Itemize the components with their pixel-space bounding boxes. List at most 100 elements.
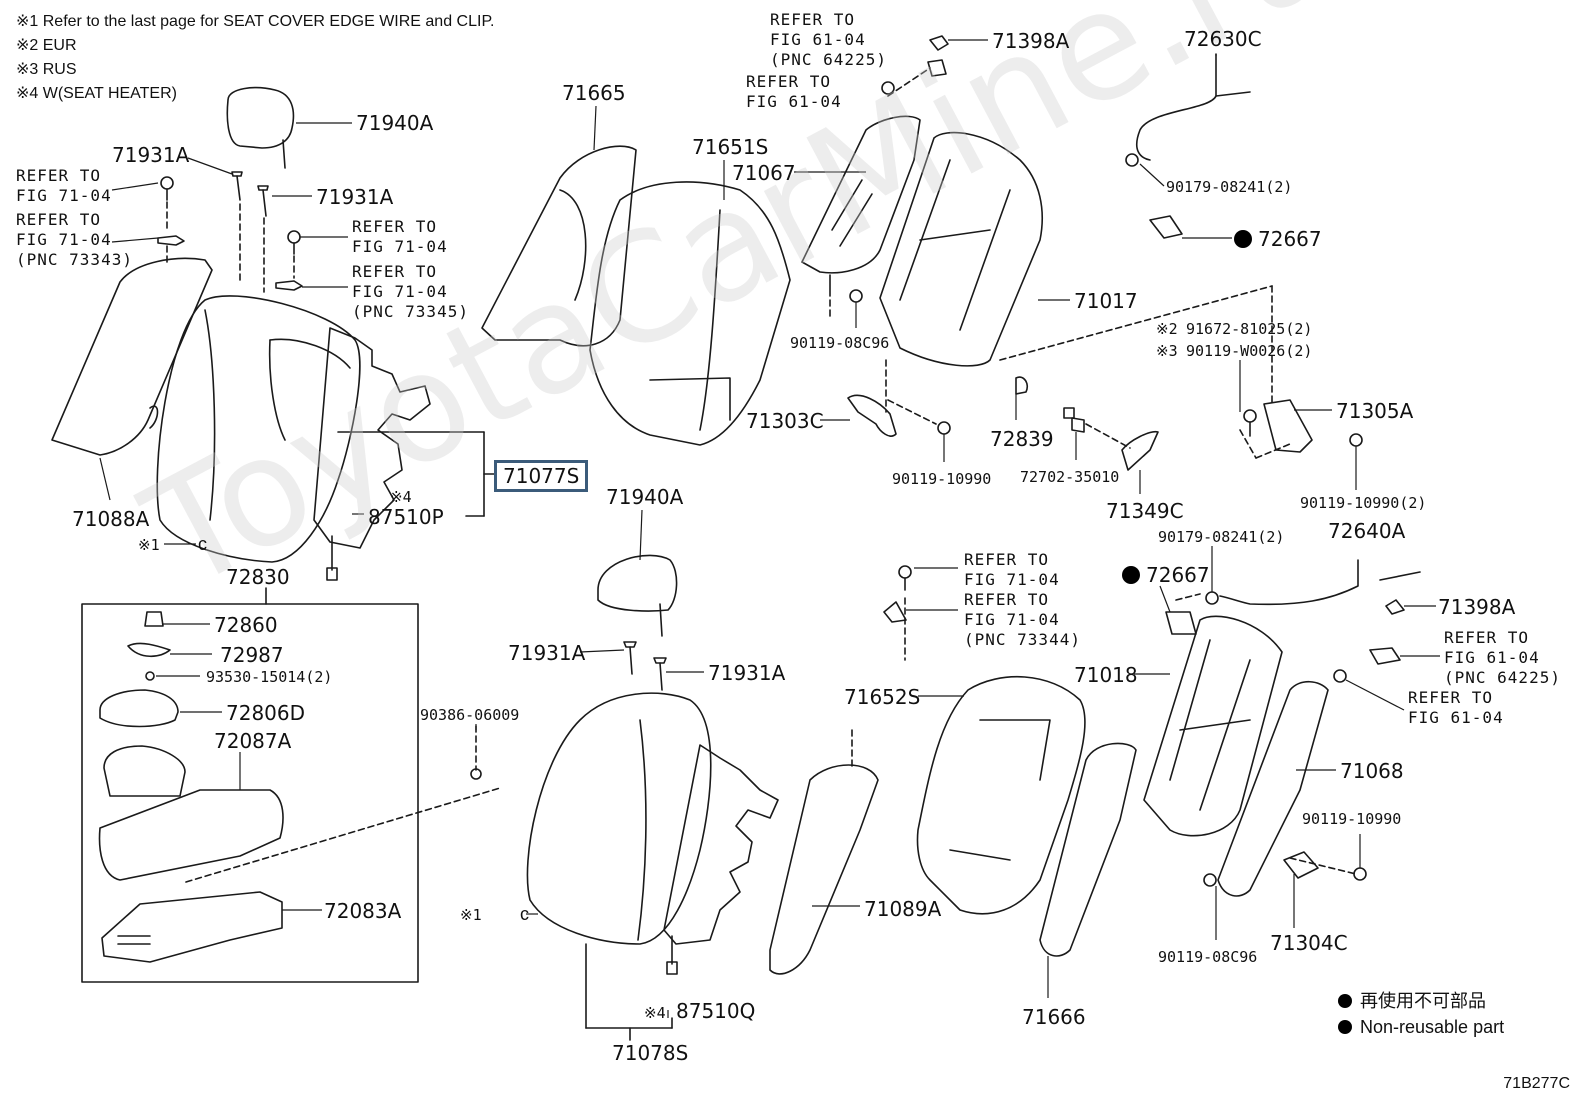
part-label[interactable]: 71017: [1074, 289, 1138, 313]
clip-bolt-left: [157, 176, 303, 291]
part-label[interactable]: 71303C: [746, 409, 824, 433]
part-label[interactable]: 90119-W0026(2): [1186, 342, 1313, 360]
part-label[interactable]: 72806D: [226, 701, 306, 725]
dashed-lines-left: [166, 201, 295, 293]
refer-r10-line1[interactable]: REFER TO: [1408, 688, 1494, 707]
part-label[interactable]: 93530-15014(2): [206, 668, 333, 686]
leader-lines: [99, 39, 1440, 1018]
heater-87510P: [313, 327, 431, 581]
armrest-parts: [98, 611, 284, 963]
part-label[interactable]: 72839: [990, 427, 1054, 451]
dashed-lines-center: [829, 67, 1291, 459]
part-label[interactable]: 90119-10990: [892, 470, 992, 488]
dashed-lines-right: [851, 593, 1357, 875]
refer-r1-line1[interactable]: REFER TO: [16, 166, 102, 185]
refer-r7-line2[interactable]: FIG 71-04: [964, 570, 1060, 589]
refer-r4-line1[interactable]: REFER TO: [352, 262, 438, 281]
legend-en-text: Non-reusable part: [1360, 1017, 1505, 1037]
refer-r8-line1[interactable]: REFER TO: [964, 590, 1050, 609]
part-label[interactable]: 91672-81025(2): [1186, 320, 1313, 338]
frame-71067: [801, 115, 921, 297]
legend-dot-icon: [1338, 994, 1352, 1008]
refer-r8-line3[interactable]: (PNC 73344): [964, 630, 1081, 649]
note-2: ※2 EUR: [16, 37, 77, 54]
part-label[interactable]: 72087A: [214, 729, 292, 753]
part-label[interactable]: 72630C: [1184, 27, 1262, 51]
part-label[interactable]: 72667: [1258, 227, 1322, 251]
part-label[interactable]: 71089A: [864, 897, 942, 921]
part-label[interactable]: 90119-08C96: [1158, 948, 1258, 966]
part-label[interactable]: 71931A: [708, 661, 786, 685]
part-label[interactable]: 71931A: [316, 185, 394, 209]
part-label[interactable]: 71068: [1340, 759, 1404, 783]
cover-71652S: [916, 675, 1086, 915]
part-label[interactable]: 72702-35010: [1020, 468, 1120, 486]
refer-r2-line2[interactable]: FIG 71-04: [16, 230, 112, 249]
refer-r2-line1[interactable]: REFER TO: [16, 210, 102, 229]
side-panel-71666: [1039, 742, 1137, 957]
refer-r9-line2[interactable]: FIG 61-04: [1444, 648, 1540, 667]
part-label[interactable]: 71018: [1074, 663, 1138, 687]
part-label[interactable]: 87510Q: [676, 999, 756, 1023]
refer-r5-line1[interactable]: REFER TO: [770, 10, 856, 29]
part-label[interactable]: 71078S: [612, 1041, 689, 1065]
part-label[interactable]: 72667: [1146, 563, 1210, 587]
note-mark: ※4: [644, 1004, 666, 1022]
part-label[interactable]: 90179-08241(2): [1166, 178, 1293, 196]
harness-72640A: [1219, 559, 1421, 606]
part-label[interactable]: 71067: [732, 161, 796, 185]
part-label[interactable]: 72640A: [1328, 519, 1406, 543]
frame-71018: [1143, 615, 1283, 837]
part-label[interactable]: 71088A: [72, 507, 150, 531]
refer-r7-line1[interactable]: REFER TO: [964, 550, 1050, 569]
refer-r5-line2[interactable]: FIG 61-04: [770, 30, 866, 49]
refer-r3-line2[interactable]: FIG 71-04: [352, 237, 448, 256]
part-label[interactable]: 71304C: [1270, 931, 1348, 955]
part-label[interactable]: 71665: [562, 81, 626, 105]
refer-r5-line3[interactable]: (PNC 64225): [770, 50, 887, 69]
part-label[interactable]: 71398A: [1438, 595, 1516, 619]
part-label[interactable]: 71940A: [356, 111, 434, 135]
part-label[interactable]: 71931A: [112, 143, 190, 167]
callout-71077S-bracket: [337, 431, 495, 517]
part-label[interactable]: 72860: [214, 613, 278, 637]
refer-r9-line3[interactable]: (PNC 64225): [1444, 668, 1561, 687]
refer-r3-line1[interactable]: REFER TO: [352, 217, 438, 236]
clip-symbol-b: c: [520, 904, 529, 924]
part-label[interactable]: 72083A: [324, 899, 402, 923]
part-label[interactable]: 71652S: [844, 685, 921, 709]
armrest-group-box: [81, 603, 419, 983]
callout-71078S-bracket: [585, 943, 673, 1041]
part-label[interactable]: 71940A: [606, 485, 684, 509]
part-label[interactable]: 71349C: [1106, 499, 1184, 523]
note-mark: ※4: [390, 488, 412, 506]
refer-r8-line2[interactable]: FIG 71-04: [964, 610, 1060, 629]
highlighted-part-label[interactable]: 71077S: [494, 460, 589, 492]
refer-r6-line1[interactable]: REFER TO: [746, 72, 832, 91]
refer-r2-line3[interactable]: (PNC 73343): [16, 250, 133, 269]
part-label[interactable]: 71398A: [992, 29, 1070, 53]
refer-r9-line1[interactable]: REFER TO: [1444, 628, 1530, 647]
refer-r10-line2[interactable]: FIG 61-04: [1408, 708, 1504, 727]
refer-r1-line2[interactable]: FIG 71-04: [16, 186, 112, 205]
part-label[interactable]: 71651S: [692, 135, 769, 159]
part-label[interactable]: 90179-08241(2): [1158, 528, 1285, 546]
refer-r6-line2[interactable]: FIG 61-04: [746, 92, 842, 111]
non-reusable-part-label[interactable]: 72667: [1234, 228, 1322, 250]
refer-r4-line2[interactable]: FIG 71-04: [352, 282, 448, 301]
part-label[interactable]: 72830: [226, 565, 290, 589]
part-label[interactable]: 90119-08C96: [790, 334, 890, 352]
refer-r4-line3[interactable]: (PNC 73345): [352, 302, 469, 321]
part-label[interactable]: 90119-10990(2): [1300, 494, 1427, 512]
part-label[interactable]: 71931A: [508, 641, 586, 665]
part-label[interactable]: 90119-10990: [1302, 810, 1402, 828]
clip-symbol-a: c: [198, 534, 207, 554]
part-label[interactable]: 90386-06009: [420, 706, 520, 724]
part-label[interactable]: 71666: [1022, 1005, 1086, 1029]
part-label[interactable]: 72987: [220, 643, 284, 667]
non-reusable-part-label[interactable]: 72667: [1122, 564, 1210, 586]
part-label[interactable]: 87510P: [368, 505, 444, 529]
part-label[interactable]: 71305A: [1336, 399, 1414, 423]
